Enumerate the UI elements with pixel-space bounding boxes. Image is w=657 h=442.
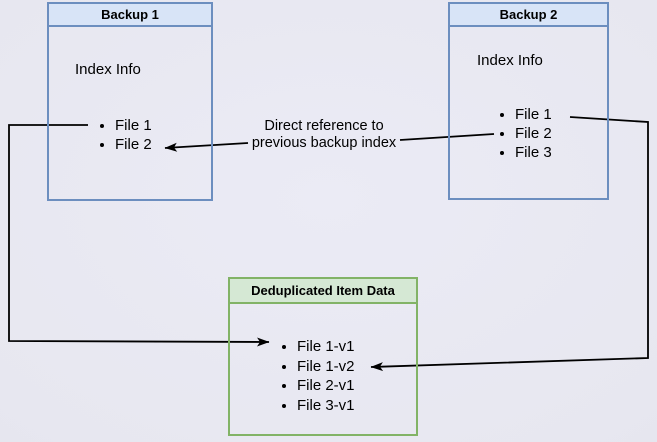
backup1-file-list: File 1 File 2 bbox=[101, 116, 152, 154]
backup1-index-info-label: Index Info bbox=[75, 61, 141, 78]
list-item: File 2-v1 bbox=[297, 376, 355, 396]
list-item: File 2 bbox=[515, 124, 552, 143]
list-item: File 2 bbox=[115, 135, 152, 154]
annotation-line2: previous backup index bbox=[251, 135, 397, 151]
dedup-file-list: File 1-v1 File 1-v2 File 2-v1 File 3-v1 bbox=[283, 337, 355, 416]
list-item: File 1-v2 bbox=[297, 357, 355, 377]
list-item: File 1-v1 bbox=[297, 337, 355, 357]
dedup-title: Deduplicated Item Data bbox=[230, 279, 416, 304]
list-item: File 3 bbox=[515, 143, 552, 162]
backup1-box: Backup 1 Index Info File 1 File 2 bbox=[47, 2, 213, 201]
list-item: File 3-v1 bbox=[297, 396, 355, 416]
direct-reference-label: Direct reference to previous backup inde… bbox=[239, 118, 409, 152]
backup2-title: Backup 2 bbox=[450, 4, 607, 27]
annotation-line1: Direct reference to bbox=[264, 118, 384, 134]
backup1-title: Backup 1 bbox=[49, 4, 211, 27]
backup2-file-list: File 1 File 2 File 3 bbox=[501, 105, 552, 162]
backup2-index-info-label: Index Info bbox=[477, 52, 543, 69]
backup2-box: Backup 2 Index Info File 1 File 2 File 3 bbox=[448, 2, 609, 200]
list-item: File 1 bbox=[115, 116, 152, 135]
list-item: File 1 bbox=[515, 105, 552, 124]
deduplicated-item-data-box: Deduplicated Item Data File 1-v1 File 1-… bbox=[228, 277, 418, 436]
